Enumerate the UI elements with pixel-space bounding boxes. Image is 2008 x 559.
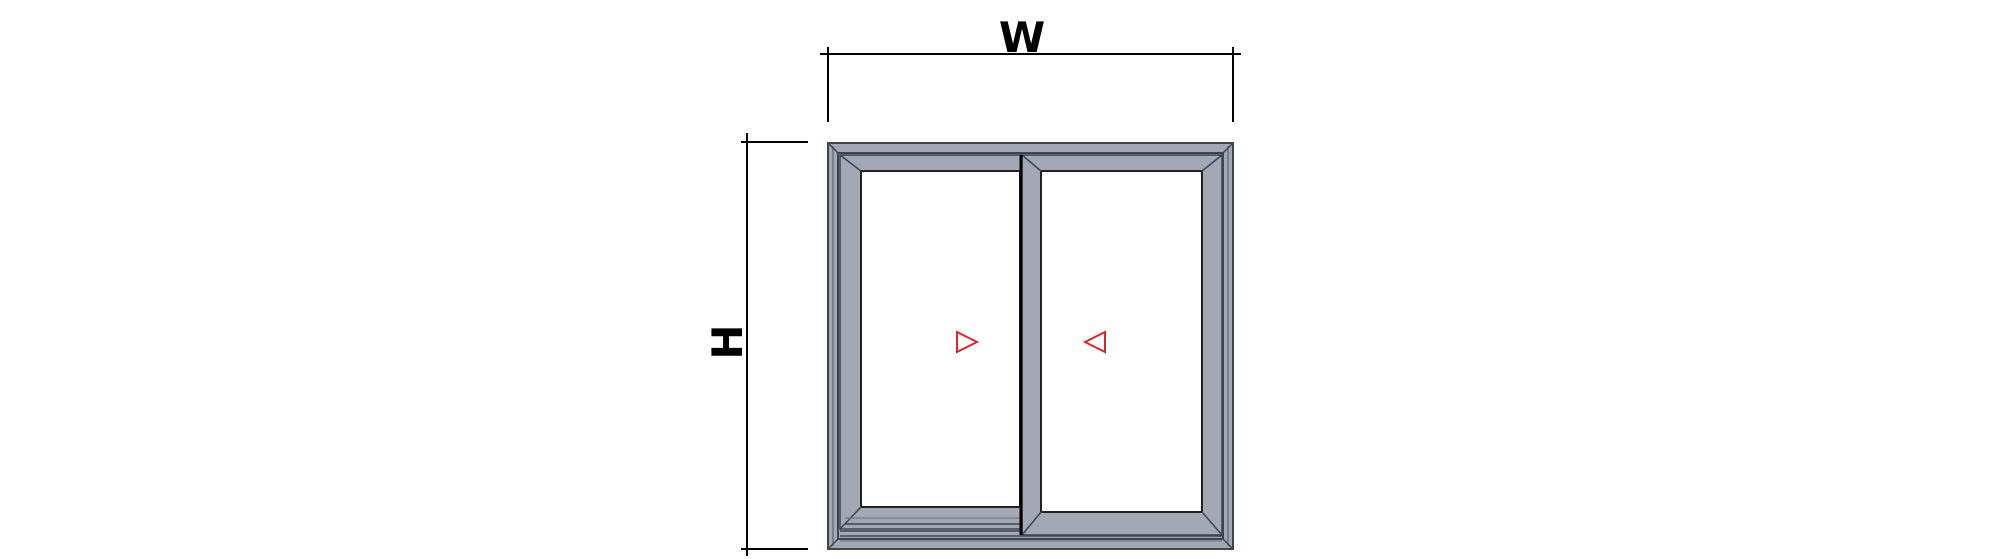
left-glass — [860, 170, 1021, 508]
width-label: W — [999, 13, 1045, 62]
right-glass — [1040, 170, 1203, 513]
right-triangle-icon — [956, 330, 980, 354]
left-sash — [839, 154, 1022, 530]
left-triangle-icon — [1082, 330, 1106, 354]
height-dimension: H — [703, 133, 808, 556]
height-label: H — [703, 324, 752, 359]
width-dimension: W — [820, 13, 1241, 122]
right-sash — [1021, 154, 1223, 536]
